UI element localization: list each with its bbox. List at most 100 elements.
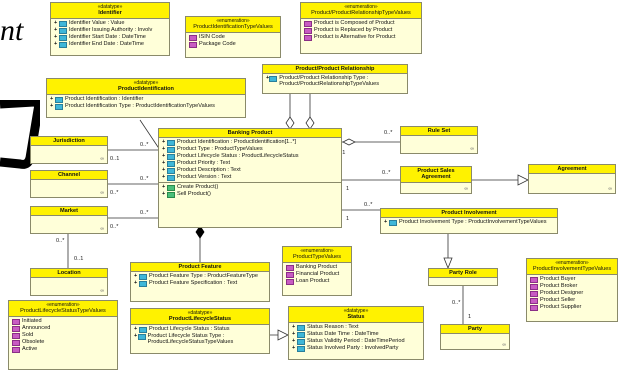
literal-icon <box>530 304 538 311</box>
link-icon: ∞ <box>100 288 104 294</box>
attribute-icon <box>139 326 147 333</box>
enum-literal: Product Supplier <box>530 304 614 311</box>
attribute-icon <box>59 20 67 27</box>
mult-partyrole: 0..* <box>452 300 461 306</box>
identifier-class[interactable]: «datatype»Identifier +Identifier Value :… <box>50 2 170 56</box>
product-feature-class[interactable]: Product Feature +Product Feature Type : … <box>130 262 270 302</box>
mult-channel-bp: 0..* <box>140 176 149 182</box>
literal-icon <box>304 27 312 34</box>
product-product-relationship-class[interactable]: Product/Product Relationship +Product/Pr… <box>262 64 408 94</box>
literal-icon <box>12 318 20 325</box>
product-identification-class[interactable]: «datatype»ProductIdentification +Product… <box>46 78 246 118</box>
attribute-row: +Product Identification Type : ProductId… <box>50 102 215 110</box>
attribute-icon <box>139 281 147 288</box>
attribute-row: +Product Involvement Type : ProductInvol… <box>384 219 547 227</box>
mult-market-bp: 0..* <box>140 210 149 216</box>
product-type-values-enum[interactable]: «enumeration»ProductTypeValues Banking P… <box>282 246 352 296</box>
literal-icon <box>189 41 197 48</box>
literal-icon <box>304 34 312 41</box>
attribute-row: +Identifier End Date : DateTime <box>54 40 145 48</box>
literal-icon <box>530 276 538 283</box>
enum-literal: Sold <box>12 332 114 339</box>
product-involvement-class[interactable]: Product Involvement +Product Involvement… <box>380 208 558 234</box>
operation-icon <box>167 185 175 192</box>
literal-icon <box>304 20 312 27</box>
attribute-icon <box>167 168 175 175</box>
attribute-row: +Product Identification : Identifier <box>50 95 144 103</box>
product-relationship-type-values-enum[interactable]: «enumeration»Product/ProductRelationship… <box>300 2 422 54</box>
product-identification-type-values-enum[interactable]: «enumeration»ProductIdentificationTypeVa… <box>185 16 281 58</box>
literal-icon <box>12 325 20 332</box>
enum-literal: Product is Replaced by Product <box>304 27 418 34</box>
product-lifecycle-status-class[interactable]: «datatype»ProductLifecycleStatus +Produc… <box>130 308 270 354</box>
operation-icon <box>167 192 175 199</box>
link-icon: ∞ <box>100 226 104 232</box>
attribute-row: +Product Lifecycle Status Type : Product… <box>134 332 234 345</box>
link-icon: ∞ <box>100 156 104 162</box>
party-role-class[interactable]: Party Role <box>428 268 498 286</box>
banking-product-class[interactable]: Banking Product +Product Identification … <box>158 128 342 228</box>
status-class[interactable]: «datatype»Status +Status Reason : Text +… <box>288 306 424 360</box>
mult-involvement-bp: 1 <box>346 216 350 222</box>
attribute-icon <box>297 324 305 331</box>
stereotype-label: «datatype» <box>97 4 123 10</box>
enum-literal: Banking Product <box>286 264 348 271</box>
attribute-row: +Product Lifecycle Status : Status <box>134 325 230 333</box>
enum-literal: Active <box>12 346 114 353</box>
product-involvement-type-values-enum[interactable]: «enumeration»ProductInvolvementTypeValue… <box>526 258 618 322</box>
attribute-icon <box>167 147 175 154</box>
attribute-icon <box>389 220 397 227</box>
location-class[interactable]: Location ∞ <box>30 268 108 296</box>
enum-literal: Product Seller <box>530 297 614 304</box>
market-class[interactable]: Market ∞ <box>30 206 108 234</box>
enum-literal: Loan Product <box>286 278 348 285</box>
enum-literal: Product Designer <box>530 290 614 297</box>
mult-market: 0..* <box>110 224 119 230</box>
agreement-class[interactable]: Agreement ∞ <box>528 164 616 194</box>
enum-literal: Financial Product <box>286 271 348 278</box>
attribute-row: +Identifier Issuing Authority : Involv <box>54 26 153 34</box>
glasses-graphic <box>0 100 40 169</box>
attribute-row: +Product Identification : ProductIdentif… <box>162 139 297 147</box>
attribute-icon <box>59 34 67 41</box>
attribute-icon <box>167 175 175 182</box>
enum-literal: Product Buyer <box>530 276 614 283</box>
attribute-icon <box>137 333 146 340</box>
attribute-icon <box>167 161 175 168</box>
mult-psa: 0..* <box>382 170 391 176</box>
attribute-row: +Status Validity Period : DateTimePeriod <box>292 337 405 345</box>
link-icon: ∞ <box>100 190 104 196</box>
enum-literal: ISIN Code <box>189 34 277 41</box>
party-class[interactable]: Party ∞ <box>440 324 510 350</box>
attribute-icon <box>167 140 175 147</box>
link-icon: ∞ <box>464 186 468 192</box>
literal-icon <box>530 283 538 290</box>
literal-icon <box>12 339 20 346</box>
literal-icon <box>286 278 294 285</box>
mult-market-loc-a: 0..* <box>56 238 65 244</box>
attribute-row: +Product Description : Text <box>162 167 241 175</box>
mult-jurisdiction-bp: 0..* <box>140 142 149 148</box>
brand-text-fragment: nt <box>0 14 24 47</box>
mult-jurisdiction: 0..1 <box>110 156 120 162</box>
mult-market-loc-b: 0..1 <box>74 256 84 262</box>
link-icon: ∞ <box>502 342 506 348</box>
attribute-row: +Product Lifecycle Status : ProductLifec… <box>162 153 299 161</box>
link-icon: ∞ <box>608 186 612 192</box>
product-lifecycle-status-type-values-enum[interactable]: «enumeration»ProductLifecycleStatusTypeV… <box>8 300 118 370</box>
jurisdiction-class[interactable]: Jurisdiction ∞ <box>30 136 108 164</box>
mult-party: 1 <box>468 314 472 320</box>
attribute-row: +Product Type : ProductTypeValues <box>162 146 263 154</box>
mult-channel: 0..* <box>110 190 119 196</box>
link-icon: ∞ <box>470 146 474 152</box>
attribute-icon <box>139 274 147 281</box>
mult-psa-bp: 1 <box>346 186 350 192</box>
enum-literal: Product is Composed of Product <box>304 20 418 27</box>
channel-class[interactable]: Channel ∞ <box>30 170 108 198</box>
product-sales-agreement-class[interactable]: Product Sales Agreement ∞ <box>400 166 472 194</box>
attribute-icon <box>59 41 67 48</box>
rule-set-class[interactable]: Rule Set ∞ <box>400 126 478 154</box>
enum-literal: Package Code <box>189 41 277 48</box>
attribute-icon <box>55 103 63 110</box>
